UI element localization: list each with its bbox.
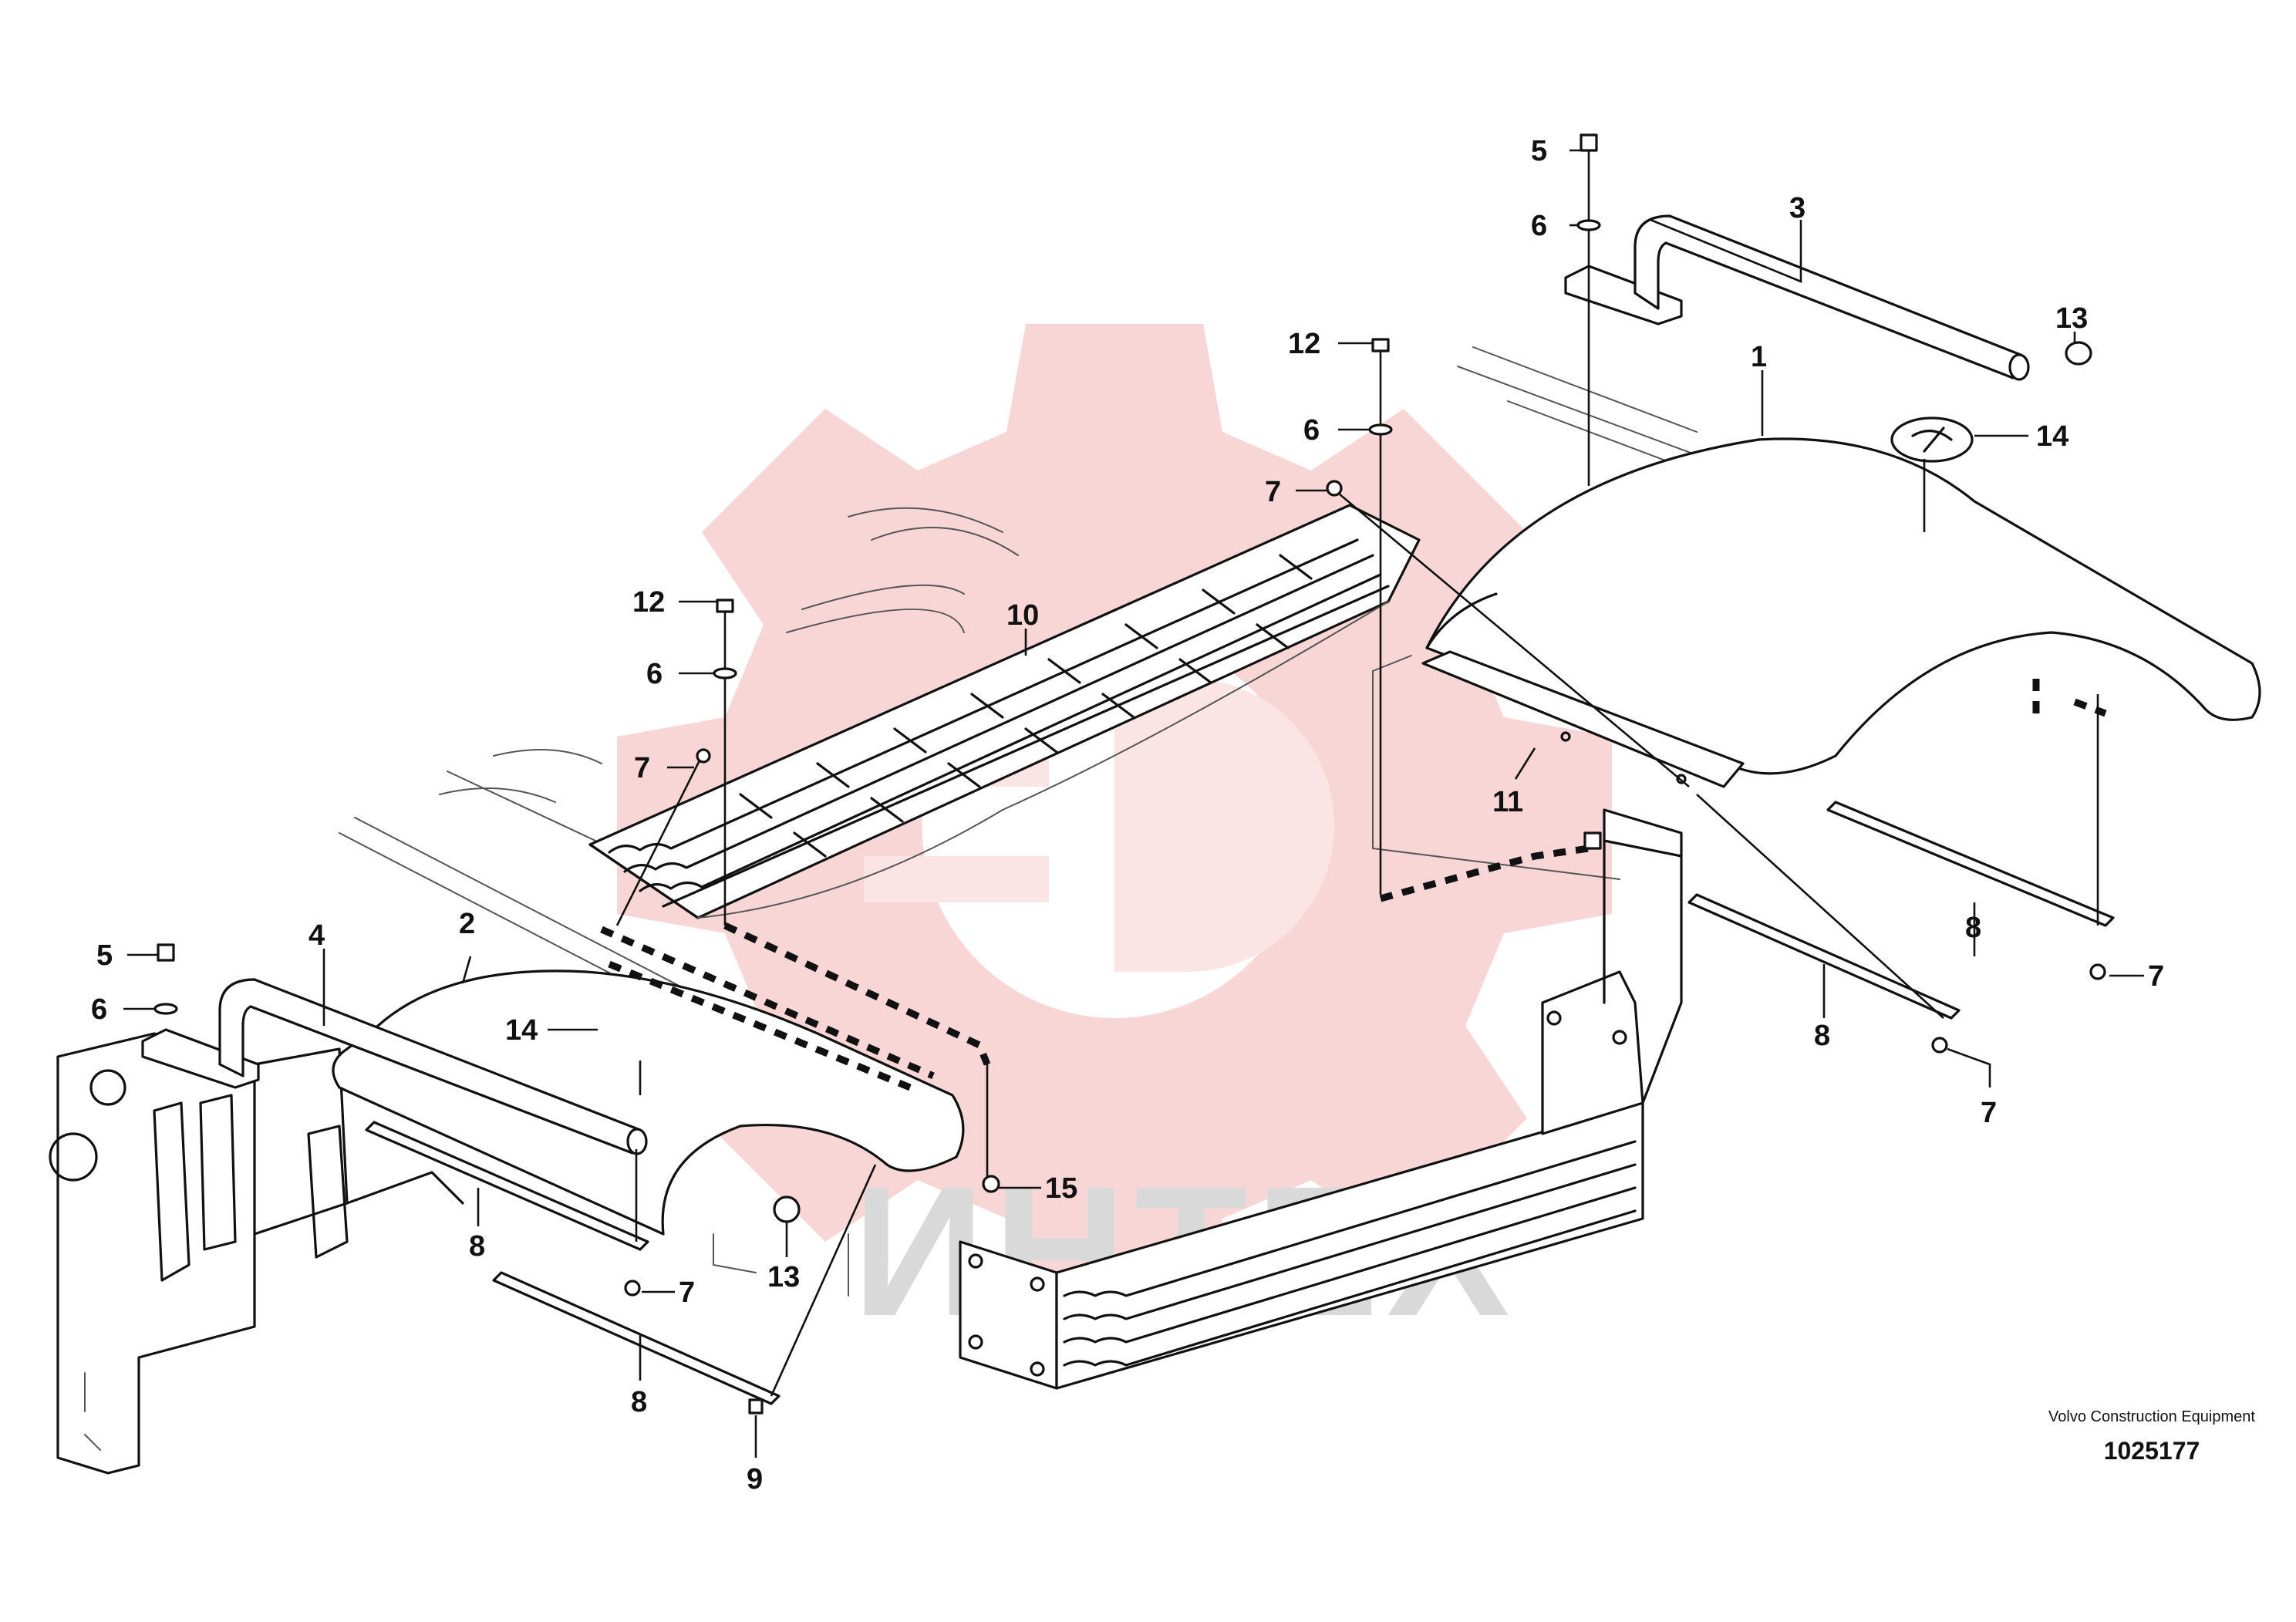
plug-13-right [2065, 341, 2092, 366]
screw-7-left-icon [696, 748, 711, 764]
strap-8-cable [492, 1271, 781, 1405]
callout-10: 10 [1006, 599, 1039, 632]
callout-6: 6 [91, 993, 107, 1026]
screw-7-right-strap-icon [2089, 963, 2106, 980]
right-step-bracket [1603, 808, 1683, 1104]
callout-5: 5 [1531, 135, 1547, 167]
callout-3: 3 [1789, 192, 1805, 224]
fastener-lines [615, 139, 2099, 1397]
callout-12: 12 [632, 586, 665, 619]
left-fender-2 [332, 969, 965, 1236]
strap-8-right-a [1826, 801, 2115, 927]
callout-6: 6 [646, 658, 663, 690]
callout-14: 14 [2036, 420, 2068, 453]
lower-step [959, 970, 1644, 1390]
callout-13: 13 [2055, 302, 2088, 335]
callout-12: 12 [1288, 328, 1320, 360]
callout-6: 6 [1303, 414, 1320, 447]
callout-11: 11 [1492, 786, 1523, 818]
callout-8: 8 [1965, 912, 1981, 944]
cover-14-right [1890, 416, 1974, 463]
screw-12-left-icon [716, 599, 734, 613]
callout-15: 15 [1045, 1172, 1077, 1205]
callout-7: 7 [1981, 1097, 1997, 1129]
bolt-5-right-icon [1580, 133, 1598, 152]
drawing-number: 1025177 [2103, 1437, 2200, 1465]
callout-13: 13 [767, 1261, 800, 1293]
callout-7: 7 [2148, 960, 2164, 993]
callout-4: 4 [308, 919, 325, 952]
strap-8-left [365, 1121, 649, 1251]
screw-12-center-icon [1371, 338, 1390, 352]
washer-6-left-icon [713, 667, 737, 679]
cable-tie-9-icon [748, 1398, 764, 1415]
callout-8: 8 [469, 1230, 485, 1263]
callout-leaders [123, 149, 2144, 1458]
chassis-outline [339, 346, 1713, 1297]
screw-7-left-strap-icon [624, 1280, 641, 1297]
callout-labels: 5 6 3 12 6 7 13 1 14 12 6 10 7 11 5 6 4 … [91, 135, 2164, 1496]
drawing-caption: Volvo Construction Equipment 1025177 [2036, 1408, 2267, 1465]
washer-6-right-icon [1576, 219, 1601, 231]
callout-7: 7 [1265, 476, 1281, 508]
washer-6-center-icon [1368, 423, 1393, 436]
callout-7: 7 [634, 752, 650, 784]
plug-13-left [773, 1195, 801, 1223]
strap-8-right-b [1687, 893, 1961, 1020]
callout-8: 8 [1814, 1020, 1830, 1052]
nut-15-icon [982, 1175, 1000, 1193]
right-fender-1 [1421, 437, 2261, 788]
callout-7: 7 [679, 1276, 695, 1309]
bracket-nut-icon [1583, 831, 1602, 850]
bolt-5-left-icon [157, 943, 175, 962]
screw-7-center-icon [1326, 480, 1343, 497]
screw-7-center-strap-icon [1931, 1037, 1948, 1054]
washer-6-left-rail-icon [153, 1003, 178, 1015]
manufacturer-name: Volvo Construction Equipment [2048, 1408, 2255, 1425]
callout-6: 6 [1531, 210, 1547, 242]
callout-1: 1 [1751, 341, 1767, 373]
assembly-dashes [600, 679, 2107, 1091]
callout-5: 5 [96, 939, 113, 972]
step-tread-10 [588, 504, 1421, 919]
callout-9: 9 [747, 1463, 763, 1496]
callout-14: 14 [505, 1014, 538, 1047]
handrail-3 [1564, 214, 2030, 381]
callout-8: 8 [631, 1386, 647, 1418]
callout-2: 2 [459, 908, 475, 940]
